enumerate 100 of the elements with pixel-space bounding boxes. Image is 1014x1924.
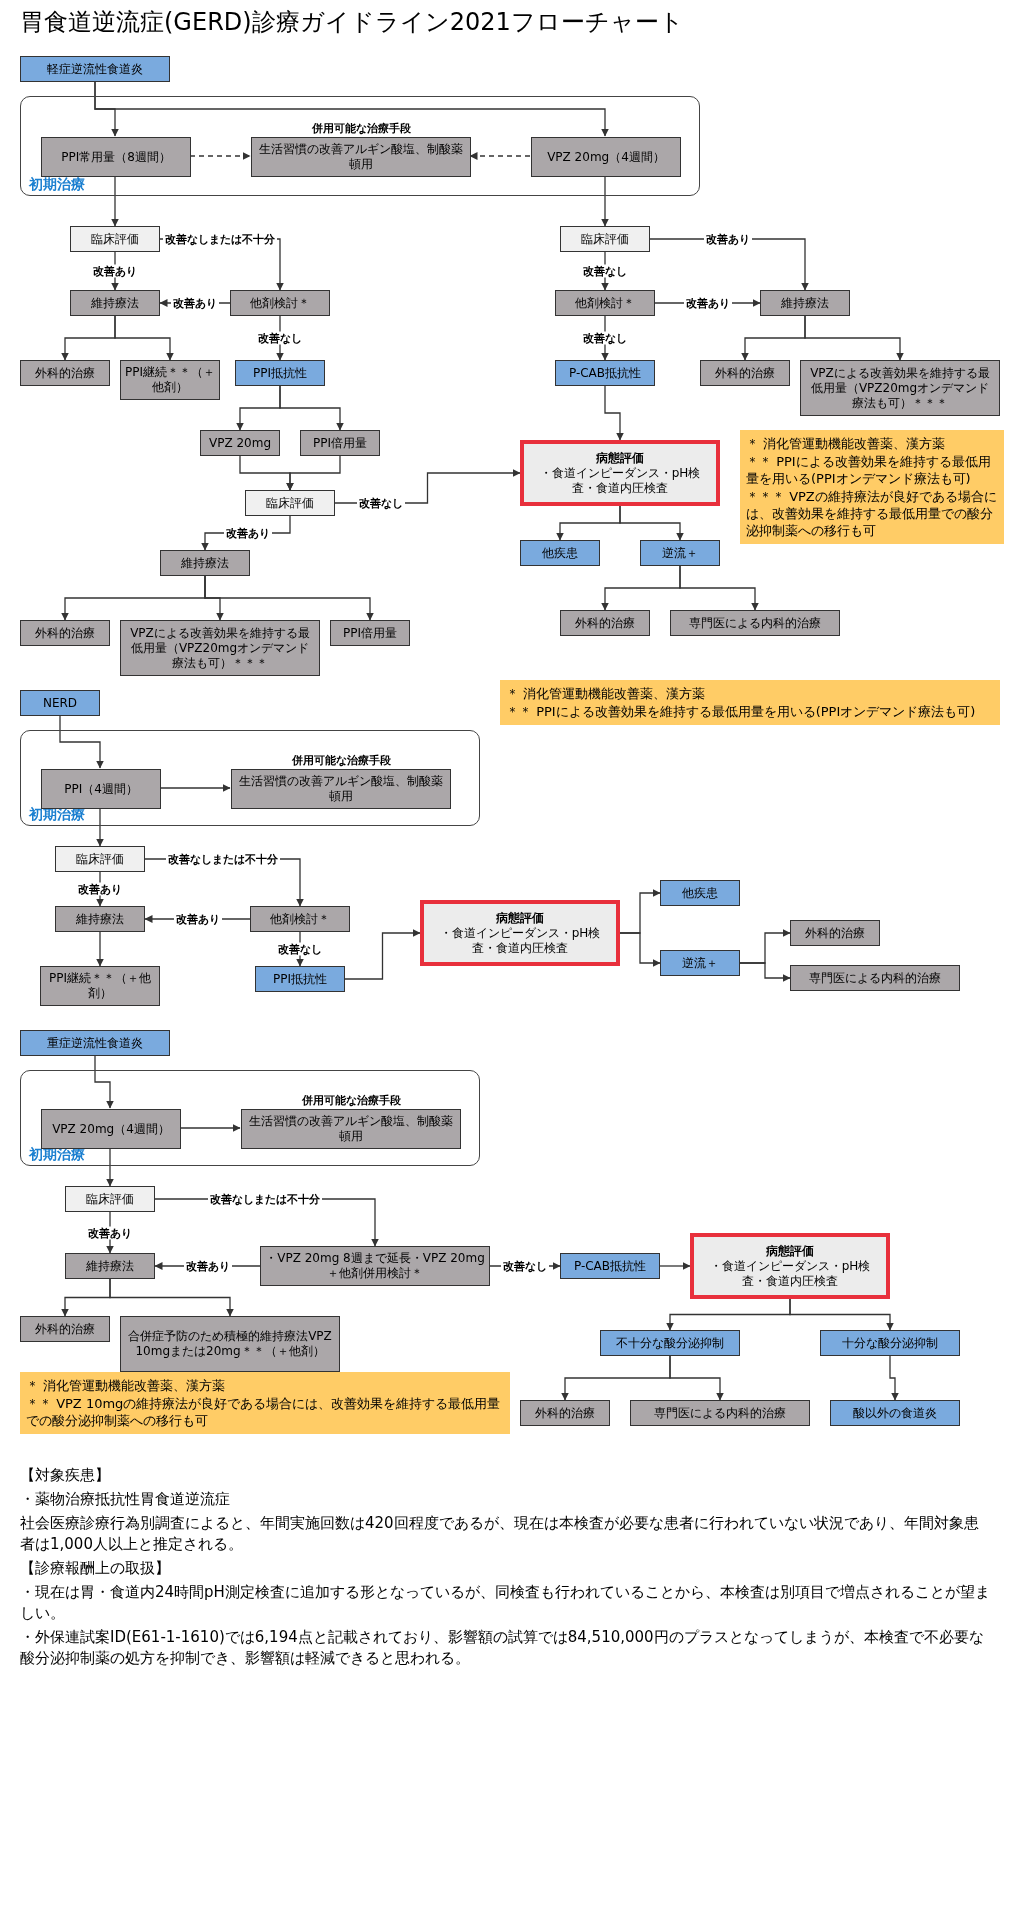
process-box: VPZ 20mg（4週間） bbox=[41, 1109, 181, 1149]
process-box: 合併症予防のため積極的維持療法VPZ 10mgまたは20mg＊＊（＋他剤） bbox=[120, 1316, 340, 1372]
condition-box: 逆流＋ bbox=[660, 950, 740, 976]
edge-label: 改善あり bbox=[223, 526, 272, 540]
condition-box: 不十分な酸分泌抑制 bbox=[600, 1330, 740, 1356]
process-box: PPI常用量（8週間） bbox=[41, 137, 191, 177]
process-box: 外科的治療 bbox=[20, 620, 110, 646]
process-box: 外科的治療 bbox=[20, 1316, 110, 1342]
edge-label: 改善なしまたは不十分 bbox=[163, 232, 277, 246]
arrow bbox=[279, 385, 344, 431]
arrow bbox=[109, 1278, 234, 1317]
evaluation-box: 臨床評価 bbox=[245, 490, 335, 516]
process-box: 維持療法 bbox=[760, 290, 850, 316]
arrow bbox=[804, 315, 904, 361]
evaluation-box: 臨床評価 bbox=[70, 226, 160, 252]
body-text: 【対象疾患】 bbox=[20, 1465, 111, 1486]
footnote: ＊＊ PPIによる改善効果を維持する最低用量を用いる(PPIオンデマンド療法も可) bbox=[506, 703, 977, 720]
arrow bbox=[111, 175, 119, 227]
condition-box: NERD bbox=[20, 690, 100, 716]
arrow bbox=[96, 931, 104, 967]
condition-box: 十分な酸分泌抑制 bbox=[820, 1330, 960, 1356]
condition-box: 他疾患 bbox=[660, 880, 740, 906]
footnote: ＊＊ PPIによる改善効果を維持する最低用量を用いる(PPIオンデマンド療法も可) bbox=[746, 453, 992, 487]
process-box: VPZによる改善効果を維持する最低用量（VPZ20mgオンデマンド療法も可）＊＊＊ bbox=[800, 360, 1000, 416]
footnote: ＊ 消化管運動機能改善薬、漢方薬 bbox=[26, 1377, 227, 1394]
arrow bbox=[619, 932, 661, 967]
process-box: VPZ 20mg bbox=[200, 430, 280, 456]
box-text: 生活習慣の改善アルギン酸塩、制酸薬頓用 bbox=[248, 1114, 454, 1144]
footnote: ＊ 消化管運動機能改善薬、漢方薬 bbox=[746, 435, 947, 452]
arrow bbox=[189, 152, 251, 160]
group-frame bbox=[20, 1070, 480, 1166]
process-box: PPI（4週間） bbox=[41, 769, 161, 809]
edge-label: 改善なし bbox=[276, 942, 324, 956]
process-box: PPI倍用量 bbox=[330, 620, 410, 646]
condition-box: P-CAB抵抗性 bbox=[555, 360, 655, 386]
group-frame bbox=[20, 730, 480, 826]
arrow bbox=[679, 565, 759, 611]
condition-box: 重症逆流性食道炎 bbox=[20, 1030, 170, 1056]
arrow bbox=[344, 929, 421, 980]
edge-label: 改善あり bbox=[173, 912, 222, 926]
box-text: 生活習慣の改善アルギン酸塩、制酸薬頓用 bbox=[258, 142, 464, 172]
process-box: 維持療法 bbox=[55, 906, 145, 932]
evaluation-box: 臨床評価 bbox=[65, 1186, 155, 1212]
assessment-box bbox=[520, 440, 720, 506]
arrow bbox=[659, 1262, 691, 1270]
arrow bbox=[94, 1055, 114, 1109]
process-box: PPI倍用量 bbox=[300, 430, 380, 456]
arrow bbox=[469, 152, 531, 160]
arrow bbox=[739, 962, 791, 982]
arrow bbox=[106, 1147, 114, 1187]
edge-label: 改善あり bbox=[183, 1259, 232, 1273]
group-frame bbox=[20, 96, 700, 196]
group-title: 初期治療 bbox=[29, 177, 85, 192]
condition-box: 逆流＋ bbox=[640, 540, 720, 566]
footnote: ＊＊ VPZ 10mgの維持療法が良好である場合には、改善効果を維持する最低用量での酸分泌抑制薬への移行も可 bbox=[26, 1395, 502, 1429]
process-box: 専門医による内科的治療 bbox=[670, 610, 840, 636]
assessment-box bbox=[420, 900, 620, 966]
condition-box: PPI抵抗性 bbox=[235, 360, 325, 386]
box-heading: 併用可能な治療手段 bbox=[300, 1093, 402, 1108]
arrow bbox=[619, 505, 684, 541]
edge-label: 改善なしまたは不十分 bbox=[208, 1192, 322, 1206]
arrow bbox=[59, 715, 104, 769]
title: 胃食道逆流症(GERD)診療ガイドライン2021フローチャート bbox=[20, 7, 684, 38]
process-box: PPI継続＊＊（＋他剤） bbox=[40, 966, 160, 1006]
arrow bbox=[179, 1124, 241, 1132]
body-text: ・外保連試案ID(E61-1-1610)では6,194点と記載されており、影響額の試算では84,510,000円のプラスとなってしまうが、本検査で不必要な酸分泌抑制薬の処方を抑制でき、影響額は軽減できると思われる。 bbox=[20, 1627, 985, 1669]
body-text: 【診療報酬上の取扱】 bbox=[20, 1558, 171, 1579]
box-text: ・食道インピーダンス・pH検査・食道内圧検査 bbox=[708, 1258, 872, 1289]
box-heading: 病態評価 bbox=[766, 1243, 814, 1259]
condition-box: 他疾患 bbox=[520, 540, 600, 566]
condition-box: PPI抵抗性 bbox=[255, 966, 345, 992]
process-box: 維持療法 bbox=[70, 290, 160, 316]
process-box: VPZ 20mg（4週間） bbox=[531, 137, 681, 177]
edge-label: 改善なしまたは不十分 bbox=[165, 852, 280, 866]
evaluation-box: 臨床評価 bbox=[55, 846, 145, 872]
assessment-box bbox=[690, 1233, 890, 1299]
process-box: ・VPZ 20mg 8週まで延長・VPZ 20mg＋他剤併用検討＊ bbox=[260, 1246, 490, 1286]
edge-label: 改善あり bbox=[683, 296, 732, 310]
edge-label: 改善なし bbox=[256, 331, 304, 345]
arrow bbox=[789, 1298, 894, 1331]
process-box: 他剤検討＊ bbox=[230, 290, 330, 316]
edge-label: 改善あり bbox=[703, 232, 752, 246]
arrow bbox=[889, 1355, 899, 1401]
process-box: 維持療法 bbox=[160, 550, 250, 576]
arrow bbox=[94, 81, 609, 137]
process-box: 外科的治療 bbox=[790, 920, 880, 946]
arrow bbox=[159, 784, 231, 792]
process-box: 専門医による内科的治療 bbox=[790, 965, 960, 991]
process-box: 維持療法 bbox=[65, 1253, 155, 1279]
arrow bbox=[96, 807, 104, 847]
process-box: 外科的治療 bbox=[700, 360, 790, 386]
footnote: ＊ 消化管運動機能改善薬、漢方薬 bbox=[506, 685, 707, 702]
process-box: 専門医による内科的治療 bbox=[630, 1400, 810, 1426]
box-heading: 病態評価 bbox=[496, 910, 544, 926]
arrow bbox=[204, 575, 374, 621]
arrow bbox=[286, 455, 341, 491]
process-box: 外科的治療 bbox=[520, 1400, 610, 1426]
edge-label: 改善なし bbox=[357, 496, 406, 510]
edge-label: 改善あり bbox=[171, 296, 219, 310]
arrow bbox=[114, 315, 174, 361]
